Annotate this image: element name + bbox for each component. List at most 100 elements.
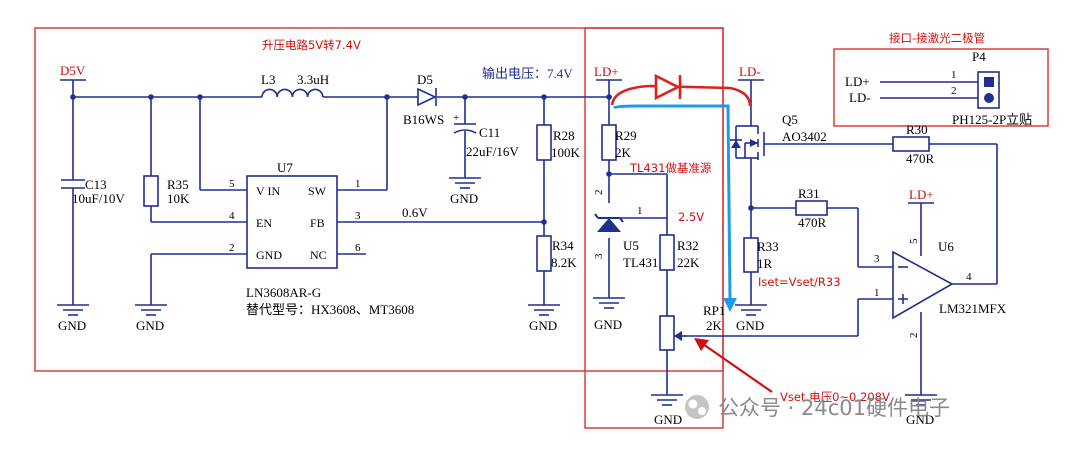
u7-pin-sw: SW — [308, 184, 327, 198]
p4-net-ld-minus: LD- — [849, 90, 871, 105]
u5-pinnum-1: 1 — [637, 205, 643, 217]
u7-part: LN3608AR-G — [246, 285, 321, 300]
connector-p4 — [977, 71, 1000, 109]
u5-ref: U5 — [623, 238, 639, 253]
p4-net-ld-plus: LD+ — [845, 74, 870, 89]
u7-pin-en: EN — [256, 216, 272, 230]
c11-ref: C11 — [479, 125, 500, 140]
gnd-label-u6: GND — [906, 412, 934, 427]
inductor-l3 — [261, 88, 324, 98]
r28-ref: R28 — [553, 128, 575, 143]
laser-diode — [610, 73, 752, 107]
r35-value: 10K — [167, 191, 190, 206]
d5-value: B16WS — [403, 112, 444, 127]
output-voltage-label: 输出电压：7.4V — [482, 66, 573, 81]
r32-value: 22K — [677, 255, 700, 270]
connector-section-title: 接口-接激光二极管 — [889, 31, 985, 45]
r35-ref: R35 — [167, 177, 189, 192]
diode-d5 — [417, 87, 437, 107]
r28-value: 100K — [551, 145, 581, 160]
vset-note: Vset 电压0~0.208V — [780, 390, 890, 404]
d5v-label: D5V — [60, 63, 86, 78]
gnd-label-u7: GND — [136, 318, 164, 333]
resistor-r34 — [536, 235, 552, 272]
r30-value: 470R — [906, 151, 935, 166]
r34-value: 8.2K — [551, 255, 577, 270]
u6-vcc-label: LD+ — [909, 187, 934, 202]
r29-ref: R29 — [615, 128, 637, 143]
rp1-value: 2K — [706, 318, 723, 333]
fb-voltage-label: 0.6V — [402, 205, 428, 220]
r29-value: 2K — [615, 145, 632, 160]
resistor-r35 — [143, 175, 159, 207]
u7-alternatives: 替代型号：HX3608、MT3608 — [246, 302, 414, 317]
r33-value: 1R — [757, 256, 773, 271]
boost-section-title: 升压电路5V转7.4V — [262, 38, 361, 52]
r32-ref: R32 — [677, 238, 699, 253]
resistor-r32 — [659, 234, 675, 271]
c11-value: 22uF/16V — [466, 144, 519, 159]
capacitor-c11: + — [453, 112, 477, 134]
reference-section-box — [584, 27, 724, 429]
u6-pinnum-3: 3 — [874, 253, 880, 265]
u7-pinnum-6: 6 — [355, 242, 361, 254]
resistor-r30 — [892, 136, 930, 152]
q5-ref: Q5 — [782, 112, 798, 127]
u7-pin-nc: NC — [310, 248, 327, 262]
watermark: 公众号 · 24c01硬件电子 — [685, 395, 950, 420]
watermark-text: 公众号 · 24c01硬件电子 — [718, 396, 950, 420]
resistor-r33 — [743, 237, 759, 273]
r31-value: 470R — [798, 215, 827, 230]
q5-part: AO3402 — [782, 129, 827, 144]
c13-ref: C13 — [85, 177, 107, 192]
gnd-label-r34: GND — [529, 318, 557, 333]
svg-text:+: + — [453, 112, 459, 124]
u5-pinnum-2: 2 — [593, 190, 605, 196]
p4-pin-2: 2 — [951, 85, 957, 97]
current-path-arrow — [612, 104, 737, 312]
ld-plus-label: LD+ — [594, 64, 619, 79]
capacitor-c13 — [61, 179, 85, 189]
rp1-ref: RP1 — [703, 303, 725, 318]
u7-pinnum-2: 2 — [229, 242, 235, 254]
u7-pinnum-3: 3 — [355, 210, 361, 222]
u7-pinnum-5: 5 — [229, 178, 235, 190]
u6-pinnum-2: 2 — [908, 333, 920, 339]
p4-pin-1: 1 — [951, 69, 957, 81]
wires — [60, 79, 998, 395]
gnd-label-u5: GND — [594, 317, 622, 332]
ground-symbols — [57, 177, 937, 406]
r30-ref: R30 — [906, 122, 928, 137]
resistor-r31 — [795, 200, 828, 216]
mosfet-q5 — [730, 125, 765, 160]
u7-pin-gnd: GND — [256, 248, 282, 262]
r31-ref: R31 — [798, 186, 820, 201]
u6-part: LM321MFX — [939, 301, 1007, 316]
gnd-label-r33: GND — [736, 318, 764, 333]
reference-section-title: TL431做基准源 — [629, 161, 712, 175]
u7-pin-fb: FB — [310, 216, 325, 230]
shunt-regulator-u5 — [594, 213, 624, 232]
u6-pinnum-4: 4 — [966, 271, 972, 283]
u7-pinnum-4: 4 — [229, 210, 235, 222]
u7-pin-vin: V IN — [256, 184, 280, 198]
u7-ref: U7 — [277, 160, 293, 175]
u6-pinnum-5: 5 — [908, 238, 920, 244]
p4-part: PH125-2P立贴 — [952, 112, 1032, 127]
l3-value: 3.3uH — [297, 72, 329, 87]
junctions — [70, 94, 754, 225]
gnd-label-c11: GND — [450, 191, 478, 206]
resistor-r28 — [536, 124, 552, 161]
l3-ref: L3 — [261, 72, 275, 87]
d5-ref: D5 — [417, 72, 433, 87]
iset-formula: Iset=Vset/R33 — [758, 275, 841, 289]
vset-pointer-arrow — [694, 338, 773, 393]
u5-part: TL431 — [623, 255, 658, 270]
u6-ref: U6 — [938, 239, 954, 254]
c13-value: 10uF/10V — [72, 191, 125, 206]
potentiometer-rp1 — [659, 315, 686, 351]
gnd-label-c13: GND — [58, 318, 86, 333]
gnd-label-rp1: GND — [654, 412, 682, 427]
opamp-u6 — [892, 250, 954, 320]
